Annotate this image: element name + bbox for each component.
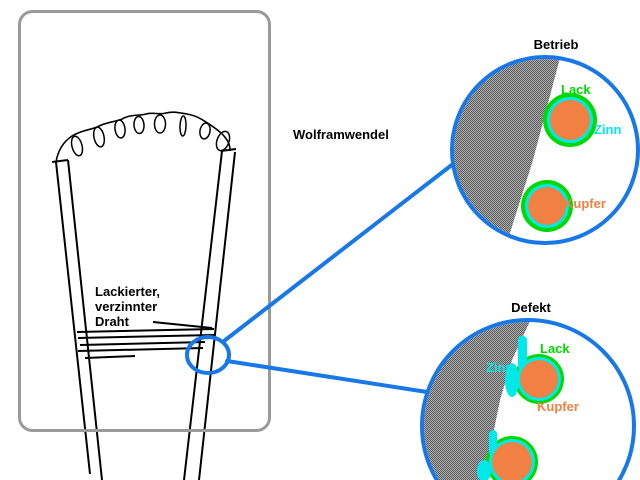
defekt-lower-tin-leak-blob [477,460,491,480]
callout-line-to-defekt [225,359,429,394]
left-rod-outer-line [55,161,91,475]
left-rod-cap [51,159,69,163]
wire-wrap-lines [76,321,215,359]
betrieb-glass-edge-wedge [454,59,560,241]
inset-betrieb: Betrieb Lack Zinn Kupfer [450,37,640,245]
betrieb-title: Betrieb [534,37,579,52]
defekt-label-kupfer: Kupfer [537,399,579,414]
betrieb-label-zinn: Zinn [594,122,621,137]
defekt-upper-tin-leak-spike [518,336,527,370]
betrieb-magnifier-circle [450,55,640,245]
wire-label-line-1: Lackierter, [95,284,160,299]
wire-label-line-2: verzinnter [95,299,157,314]
wire-label: Lackierter, verzinnter Draht [95,284,160,329]
defekt-magnifier-circle [420,318,636,480]
defekt-label-lack: Lack [540,341,570,356]
left-rod-inner-line [67,159,103,480]
callout-line-to-betrieb [222,162,455,343]
wire-label-line-3: Draht [95,314,130,329]
right-rod-outer-line [198,151,236,480]
defekt-upper-tin-leak-blob [505,363,519,397]
magnifier-callout [185,162,455,394]
bulb-sketch [51,111,237,480]
betrieb-wire-lower [521,180,573,232]
right-rod-inner-line [183,150,223,480]
defekt-wire-upper [505,336,564,404]
betrieb-wire-upper [543,93,597,147]
betrieb-upper-copper-core [550,100,590,140]
magnifier-source-circle [185,335,231,375]
betrieb-label-kupfer: Kupfer [564,196,606,211]
filament-coil-loops [70,114,231,157]
defekt-wire-lower [477,430,538,480]
defekt-title: Defekt [511,300,551,315]
filament-label: Wolframwendel [293,127,389,142]
inset-defekt: Defekt Lack Zinn Kupfer [420,300,636,480]
defekt-lower-copper-core [492,442,532,480]
bulb-glass-frame [18,10,271,432]
filament-coil-arc [55,111,231,163]
betrieb-label-lack: Lack [561,82,591,97]
betrieb-lower-copper-core [528,187,566,225]
defekt-lower-tin-leak-spike [489,430,497,456]
defekt-upper-copper-core [520,360,558,398]
defekt-label-zinn: Zinn [486,360,513,375]
